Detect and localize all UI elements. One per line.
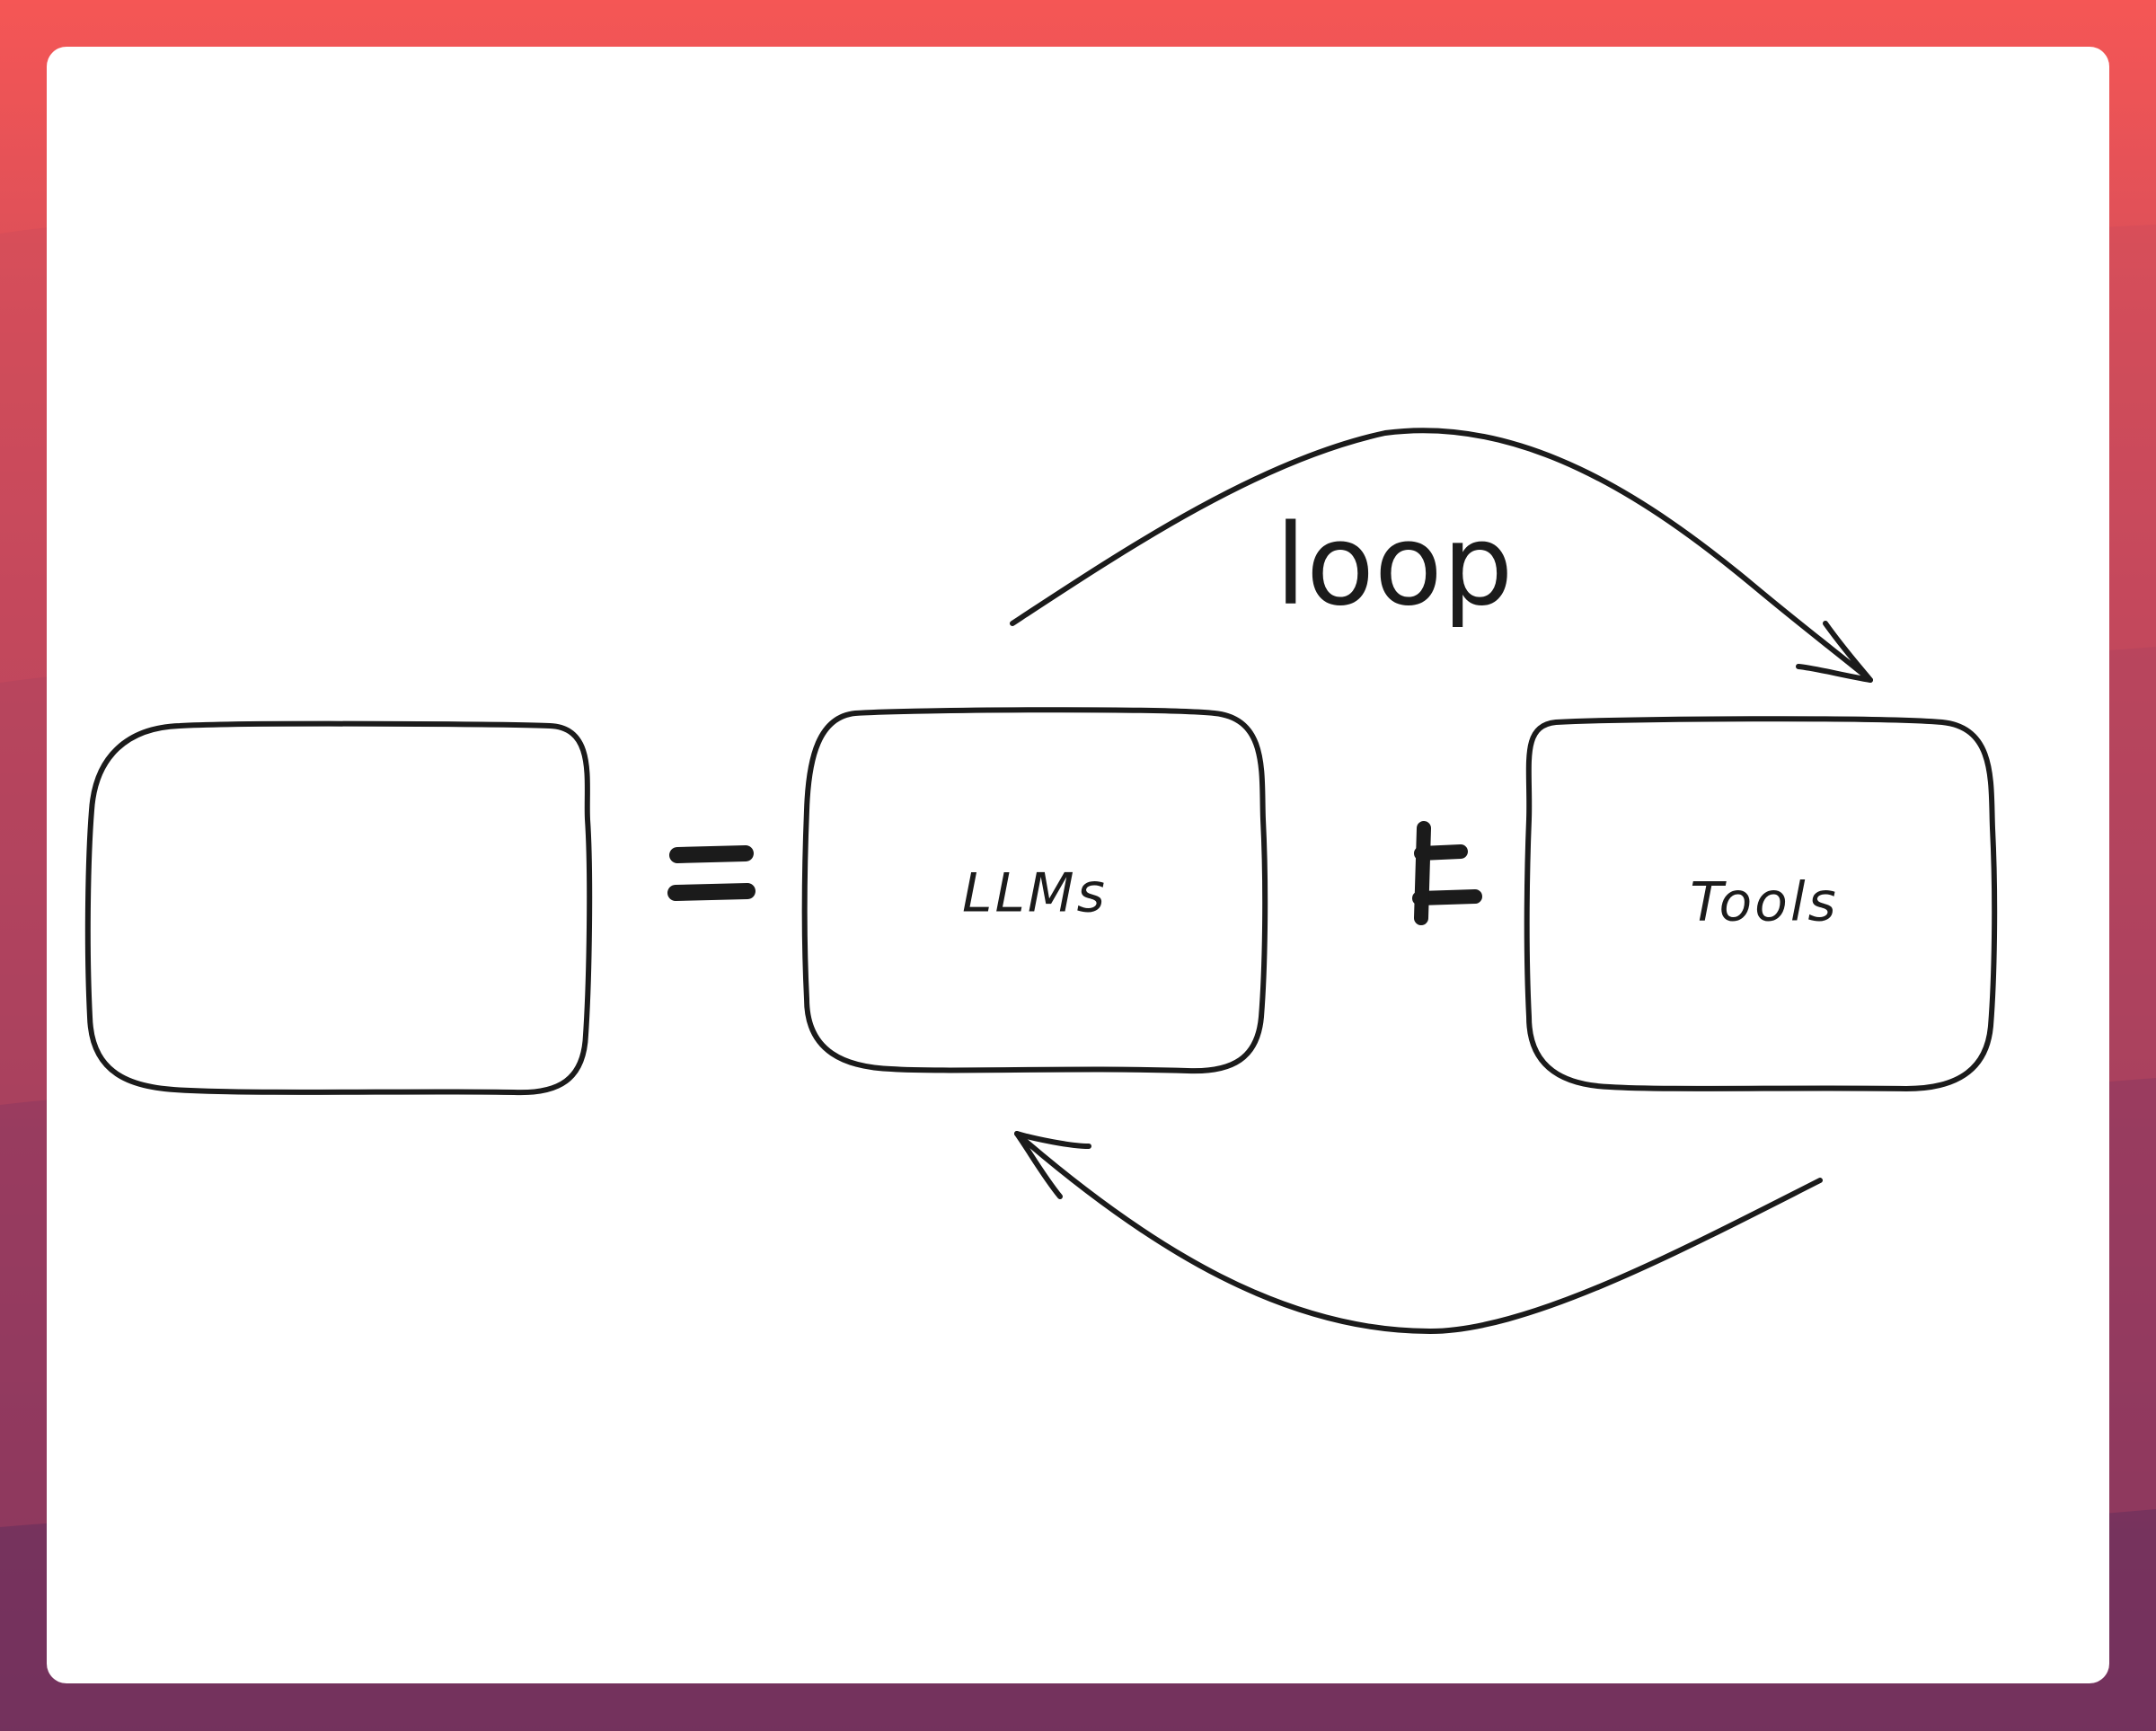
agents-diagram: Agents = LLMs + Tools [84,428,1998,1334]
loop-label: loop [1276,501,1514,631]
loop-arrow-bottom [1014,1131,1823,1334]
llms-label: LLMs [962,862,1108,925]
agents-node: Agents [84,720,593,1096]
diagram-card: Agents = LLMs + Tools [47,47,2109,1683]
arrow-top-path [1010,428,1873,683]
tools-box [1524,716,1998,1091]
agents-label: Agents [231,873,438,936]
llms-node: LLMs [801,707,1268,1074]
agents-box [84,720,593,1096]
arrow-bottom-path [1014,1131,1823,1334]
llms-box [801,707,1268,1074]
plus-operator: + [1412,821,1482,925]
arrow-bottom-head [1014,1131,1091,1199]
arrow-top-head [1796,621,1873,683]
loop-arrow-top [1010,428,1873,683]
tools-node: Tools [1524,716,1998,1091]
equals-operator: = [667,845,755,901]
tools-label: Tools [1690,871,1839,934]
